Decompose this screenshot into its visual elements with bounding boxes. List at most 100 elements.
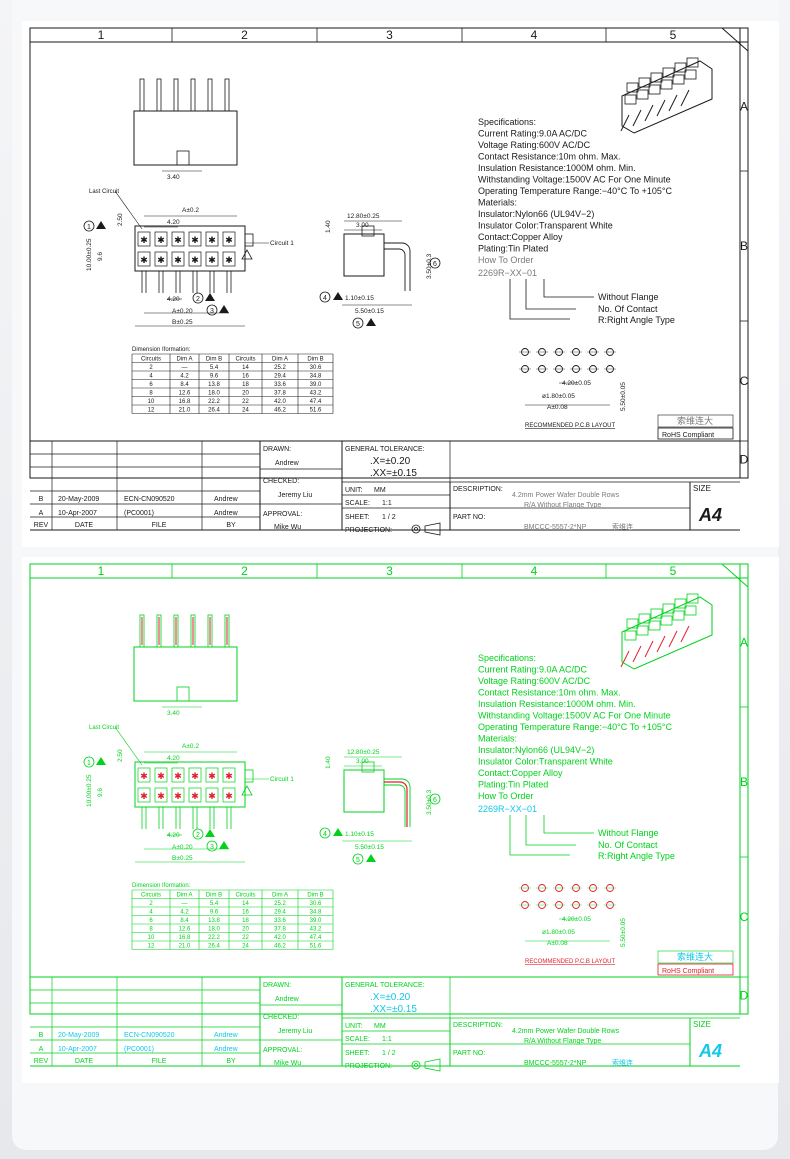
spec-line: Insulation Resistance:1000M ohm. Min.	[478, 163, 636, 173]
latch-side	[361, 225, 375, 237]
stamp-box	[657, 414, 734, 428]
spec-line: Specifications:	[478, 653, 536, 663]
projection-icon	[414, 1063, 418, 1067]
zone-col-label: 2	[241, 564, 248, 578]
triangle-icon	[333, 292, 343, 300]
order-legend: Without Flange	[598, 828, 659, 838]
label-part: PART NO:	[453, 514, 485, 521]
spec-line: Voltage Rating:600V AC/DC	[478, 140, 591, 150]
order-legend: Without Flange	[598, 292, 659, 302]
rev-header: BY	[226, 1058, 236, 1065]
stamp-box	[657, 950, 734, 964]
rev-by: Andrew	[214, 1032, 239, 1039]
table-cell: 26.4	[208, 408, 220, 414]
dim-text: 5.50±0.15	[355, 844, 384, 851]
spec-line: Insulator:Nylon66 (UL94V−2)	[478, 745, 594, 755]
terminal-mark: ✱	[208, 791, 216, 801]
table-cell: 9.6	[210, 374, 219, 380]
cavity-3d	[626, 618, 639, 629]
label-drawn: DRAWN:	[263, 982, 291, 989]
cavity	[222, 787, 236, 803]
connector-top-view	[133, 110, 238, 166]
balloon-number: 2	[196, 832, 200, 839]
latch-top	[176, 686, 190, 702]
table-cell: 43.2	[310, 391, 322, 397]
pin-side	[384, 778, 411, 827]
rohs-box	[657, 963, 734, 976]
cavity	[205, 251, 219, 267]
terminal-mark: ✱	[208, 771, 216, 781]
table-cell: 12.6	[179, 391, 191, 397]
terminal-mark: ✱	[174, 235, 182, 245]
order-code: 2269R−XX−01	[478, 804, 537, 814]
spec-line: Withstanding Voltage:1500V AC For One Mi…	[478, 711, 671, 721]
zone-strip-right	[739, 27, 749, 479]
table-cell: 13.8	[208, 382, 220, 388]
table-cell: 10	[148, 935, 155, 941]
cavity	[205, 767, 219, 783]
zone-row-label: B	[740, 239, 748, 253]
table-cell: 51.6	[310, 408, 322, 414]
table-header: Dim A	[176, 357, 192, 363]
cavity	[188, 231, 202, 247]
spec-line: Insulation Resistance:1000M ohm. Min.	[478, 699, 636, 709]
order-leader	[509, 279, 570, 320]
rev-letter: A	[39, 1046, 44, 1053]
label-description: DESCRIPTION:	[453, 486, 503, 493]
dim-text: 3.50±0.3	[426, 789, 433, 815]
table-cell: 16	[242, 910, 249, 916]
order-leader	[525, 815, 576, 846]
table-title: Dimension Iformation:	[132, 883, 191, 889]
dim-text: A±0.20	[172, 844, 193, 851]
part-number: BMCCC-5557-2*NP	[524, 524, 587, 531]
rev-by: Andrew	[214, 496, 239, 503]
drawn-by: Andrew	[275, 460, 300, 467]
unit-value: MM	[374, 487, 386, 494]
leader	[114, 190, 143, 230]
rev-header: REV	[34, 522, 49, 529]
table-cell: —	[182, 901, 188, 907]
cavity	[188, 767, 202, 783]
terminal-mark: ✱	[157, 791, 165, 801]
pin-top	[156, 78, 162, 112]
cavity-3d	[648, 84, 661, 95]
zone-strip-right	[739, 563, 749, 1015]
rev-letter: B	[39, 1032, 44, 1039]
dim-text: 3.40	[167, 710, 180, 717]
dim-text: 4.20	[167, 296, 180, 303]
spec-line: Voltage Rating:600V AC/DC	[478, 676, 591, 686]
rev-file: ECN-CN090520	[124, 496, 175, 503]
rev-by: Andrew	[214, 510, 239, 517]
pin-top	[139, 78, 145, 112]
table-cell: —	[182, 365, 188, 371]
approval-by: Mike Wu	[274, 524, 301, 531]
cavity-3d	[672, 610, 685, 621]
terminal-mark: ✱	[174, 255, 182, 265]
dim-text: 1.40	[325, 220, 332, 233]
order-legend: No. Of Contact	[598, 304, 658, 314]
spec-line: Specifications:	[478, 117, 536, 127]
terminal-mark: ✱	[174, 791, 182, 801]
dim-text: ø1.80±0.05	[542, 929, 575, 936]
cavity-3d	[624, 630, 637, 641]
table-cell: 2	[149, 365, 153, 371]
tolerance-2: .XX=±0.15	[370, 468, 417, 479]
checked-by: Jeremy Liu	[278, 492, 312, 499]
table-cell: 9.6	[210, 910, 219, 916]
pin-top	[173, 78, 179, 112]
balloon	[206, 304, 218, 316]
pin-top	[190, 78, 196, 112]
table-cell: 16	[242, 374, 249, 380]
cavity	[171, 251, 185, 267]
table-header: Dim B	[307, 357, 323, 363]
table-cell: 51.6	[310, 944, 322, 950]
dim-text: B±0.25	[172, 855, 193, 862]
pin-3d	[620, 650, 630, 668]
spec-line: Contact:Copper Alloy	[478, 768, 563, 778]
part-number: BMCCC-5557-2*NP	[524, 1060, 587, 1067]
table-cell: 5.4	[210, 901, 219, 907]
dim-text: ø1.80±0.05	[542, 393, 575, 400]
pcb-title: RECOMMENDED P.C.B LAYOUT	[525, 423, 615, 429]
zone-col-label: 1	[98, 564, 105, 578]
